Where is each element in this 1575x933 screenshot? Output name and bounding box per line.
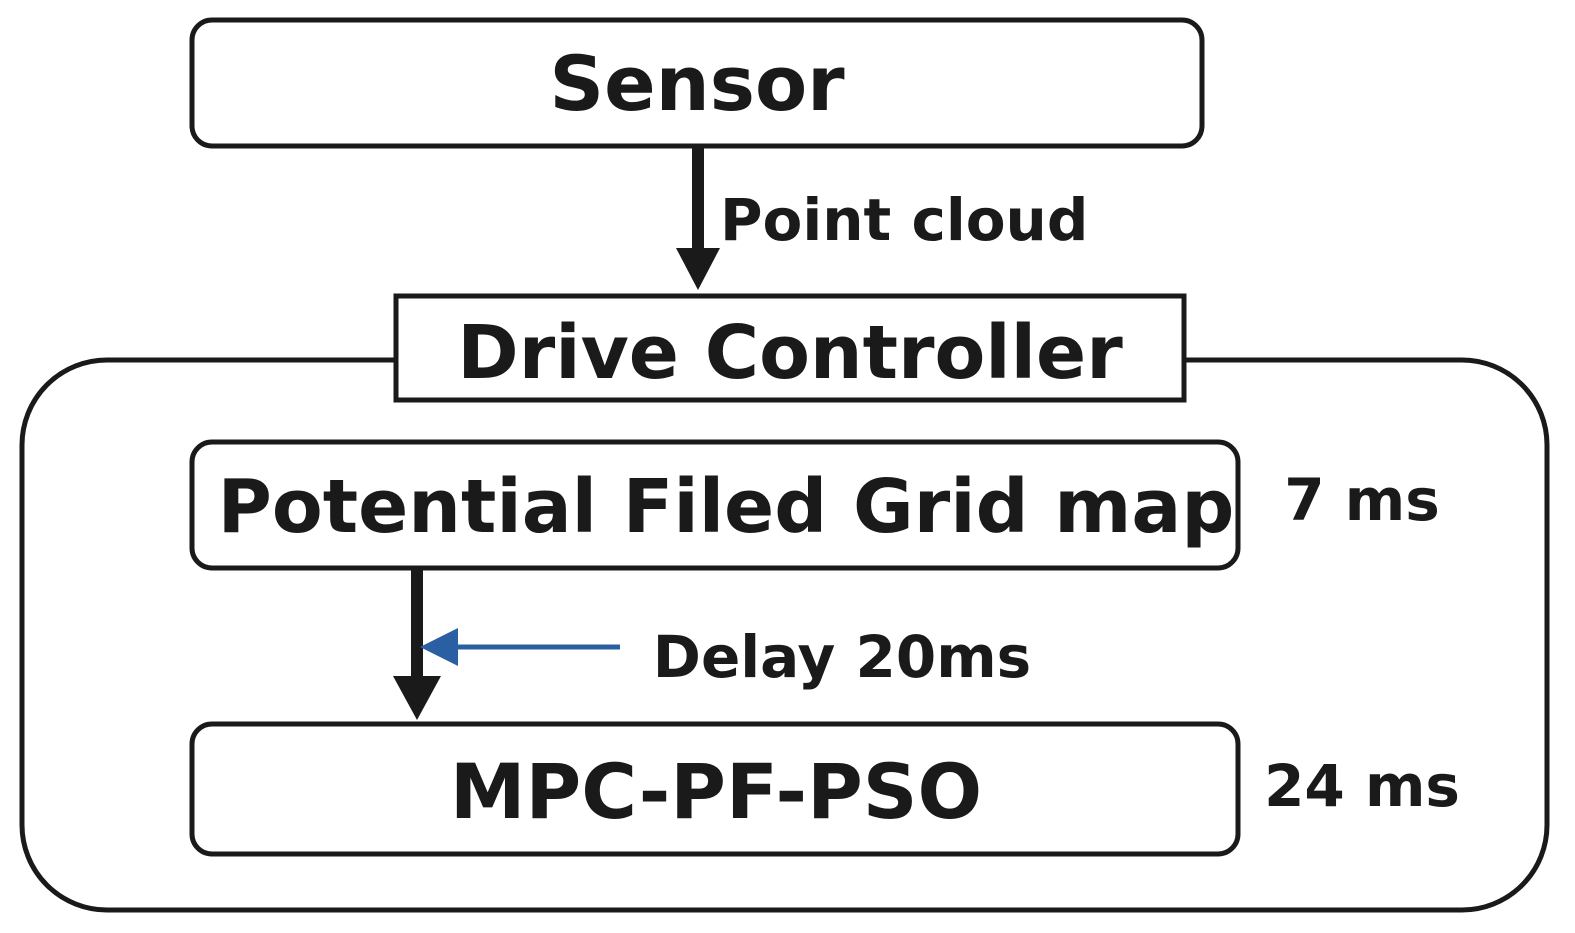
mpc-node: MPC-PF-PSO (189, 721, 1241, 857)
point-cloud-arrow (676, 146, 720, 290)
sensor-node: Sensor (189, 17, 1205, 149)
grid-to-mpc-arrow (393, 568, 441, 720)
point-cloud-label: Point cloud (720, 186, 1088, 254)
sensor-label: Sensor (549, 39, 845, 128)
delay-label: Delay 20ms (653, 623, 1031, 691)
mpc-label: MPC-PF-PSO (450, 747, 982, 836)
grid-map-timing: 7 ms (1284, 466, 1440, 534)
grid-map-node: Potential Filed Grid map (189, 439, 1241, 571)
mpc-timing: 24 ms (1264, 752, 1460, 820)
drive-controller-label: Drive Controller (457, 310, 1123, 396)
delay-arrow (420, 628, 620, 666)
grid-map-label: Potential Filed Grid map (218, 464, 1235, 550)
drive-controller-node: Drive Controller (393, 293, 1187, 403)
